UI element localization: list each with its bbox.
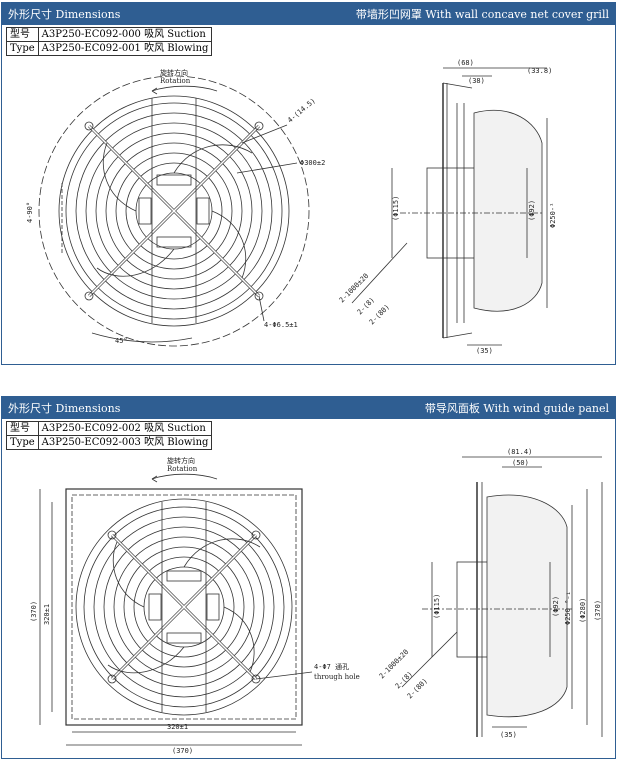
type-label-en: Type (6, 41, 39, 56)
fan-drawing-guide: 旋转方向 Rotation (370) 320±1 4-Φ7 通孔 throug… (30, 448, 603, 755)
grill-ring (58, 95, 290, 327)
rotation-label-en: Rotation (160, 77, 191, 85)
dim-33-8: (33.8) (527, 67, 552, 75)
side-view-blade (486, 494, 568, 718)
dim-diameter-92: (Φ92) (528, 200, 536, 221)
dim-height-370: (370) (30, 601, 38, 622)
dim-38: (38) (468, 77, 485, 85)
dim-angle-90: 4-90° (26, 202, 34, 223)
header-title-left: 外形尺寸 Dimensions (8, 402, 121, 415)
dim-50: (50) (512, 459, 529, 467)
rotation-label-en: Rotation (167, 465, 198, 473)
dim-81-4: (81.4) (507, 448, 532, 456)
dim-width-320: 320±1 (167, 723, 188, 731)
model-blowing: A3P250-EC092-003 吹风 Blowing (37, 435, 213, 450)
header-title-right: 带导风面板 With wind guide panel (424, 402, 609, 415)
type-label-en: Type (6, 435, 39, 450)
dim-vertical-370: (370) (594, 600, 602, 621)
rotation-label-cn: 旋转方向 (167, 456, 195, 465)
dimension-panel-guide: 外形尺寸 Dimensions 带导风面板 With wind guide pa… (1, 396, 616, 759)
dim-holes-7: 4-Φ7 通孔 (314, 662, 349, 671)
dim-width-370: (370) (172, 747, 193, 755)
dim-through-hole: through hole (314, 673, 360, 681)
side-view-blade (473, 109, 543, 312)
dim-height-320: 320±1 (43, 604, 51, 625)
dim-angle-14-5: 4-(14.5) (286, 97, 317, 125)
fan-drawing-grill: 旋转方向 Rotation 4-(14.5) Φ300±2 4-90° 4-Φ6… (26, 59, 557, 355)
dim-35: (35) (476, 347, 493, 355)
dim-diameter-250: Φ250 ⁰₋₁ (564, 591, 572, 625)
dim-cable-8: 2-(8) (356, 296, 377, 317)
panel-header: 外形尺寸 Dimensions 带导风面板 With wind guide pa… (2, 397, 615, 419)
dimension-panel-grill: 外形尺寸 Dimensions 带墙形凹网罩 With wall concave… (1, 2, 616, 365)
dim-angle-45: 45° (115, 337, 128, 345)
rotation-arrow (151, 85, 218, 92)
dim-cable-8: 2-(8) (394, 670, 415, 691)
dim-diameter-92: (Φ92) (552, 596, 560, 617)
dim-35: (35) (500, 731, 517, 739)
rotation-label-cn: 旋转方向 (160, 68, 188, 77)
dim-holes-6-5: 4-Φ6.5±1 (264, 321, 298, 329)
grill-ring (75, 498, 293, 716)
dim-diameter-115: (Φ115) (433, 594, 441, 619)
dim-diameter-300: Φ300±2 (300, 159, 325, 167)
header-title-right: 带墙形凹网罩 With wall concave net cover grill (355, 8, 609, 21)
model-blowing: A3P250-EC092-001 吹风 Blowing (37, 41, 213, 56)
mount-hole (107, 530, 117, 540)
outer-dashed-circle (38, 75, 310, 347)
dim-diameter-280: (Φ280) (579, 598, 587, 623)
header-title-left: 外形尺寸 Dimensions (8, 8, 121, 21)
wind-guide-panel (65, 488, 303, 726)
mount-hole (84, 121, 94, 131)
dim-diameter-115: (Φ115) (392, 196, 400, 221)
dim-diameter-250: Φ250-¹ (549, 203, 557, 228)
dim-68: (68) (457, 59, 474, 67)
panel-header: 外形尺寸 Dimensions 带墙形凹网罩 With wall concave… (2, 3, 615, 25)
rotation-arrow (151, 473, 218, 480)
